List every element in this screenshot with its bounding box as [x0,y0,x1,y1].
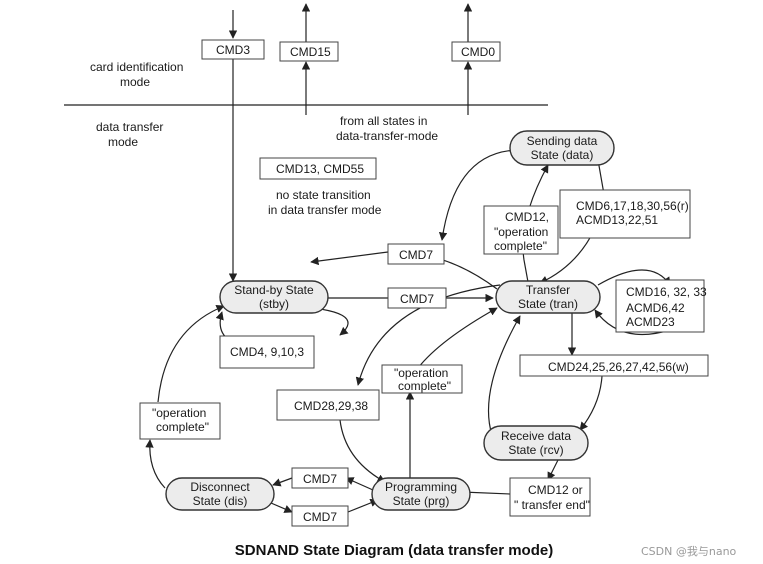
cmd6-box [559,189,691,239]
cmd16-label-3: ACMD23 [626,315,675,329]
cmd16-label-1: CMD16, 32, 33 [626,285,707,299]
cmd15-box [279,41,339,62]
edge-cmd7-to-dis [272,477,293,487]
cmd6-label-2: ACMD13,22,51 [576,213,658,227]
state-rcv-line1: Receive data [501,429,571,443]
edge-cmd24-to-rcv [579,375,603,431]
cmd28-box [276,389,380,421]
op-complete-prg-label-2: complete" [398,379,451,393]
state-tran-line2: State (tran) [518,297,578,311]
cmd12-label-2: "operation [494,225,548,239]
edge-rcv-to-tran [487,315,521,436]
state-dis-line2: State (dis) [193,494,248,508]
edge-tran-to-cmd28 [355,284,501,386]
cmd12-end-box [509,477,591,517]
cmd12-box [483,205,559,255]
cmd16-label-2: ACMD6,42 [626,301,685,315]
cmd7-stby-tran-box [387,287,447,309]
state-data [509,130,615,166]
cmd3-box [201,39,265,60]
op-complete-dis-box [139,402,221,440]
cmd7-tran-stby-box [387,243,445,265]
cmd12-label-3: complete" [494,239,547,253]
cmd4-box [219,335,315,369]
cmd28-label: CMD28,29,38 [294,399,368,413]
edge-prg-to-cmd7 [345,477,374,491]
state-prg-line2: State (prg) [393,494,450,508]
state-stby-line1: Stand-by State [234,283,314,297]
state-prg [371,477,471,511]
edge-op-complete-to-stby [157,304,225,403]
no-transition-label-1: no state transition [276,188,371,202]
state-prg-line1: Programming [385,480,457,494]
zone-data-transfer-label-1: data transfer [96,120,163,134]
edge-rcv-to-cmd12 [547,459,559,481]
cmd0-box [451,41,501,62]
state-dis-line1: Disconnect [190,480,250,494]
cmd4-label: CMD4, 9,10,3 [230,345,304,359]
edge-cmd7-to-prg [347,498,379,513]
zone-data-transfer-label-2: mode [108,135,138,149]
cmd7-prg-dis-box [291,505,349,527]
op-complete-prg-box [381,364,463,394]
state-tran [495,280,601,314]
cmd7-dis-prg-label: CMD7 [303,472,337,486]
cmd7-prg-dis-label: CMD7 [303,510,337,524]
op-complete-dis-label-1: "operation [152,406,206,420]
state-tran-line1: Transfer [526,283,570,297]
cmd7-dis-prg-box [291,467,349,489]
op-complete-dis-label-2: complete" [156,420,209,434]
state-data-line2: State (data) [531,148,594,162]
cmd3-label: CMD3 [216,43,250,57]
cmd6-label-1: CMD6,17,18,30,56(r) [576,199,689,213]
cmd7-tran-stby-label: CMD7 [399,248,433,262]
state-dis [165,477,275,511]
edge-data-to-stby-loop [438,149,521,241]
edge-dis-to-cmd7 [270,502,293,513]
cmd12-end-label-1: CMD12 or [528,483,583,497]
cmd16-box [615,279,705,333]
cmd24-box [519,354,709,377]
op-complete-prg-label-1: "operation [394,366,448,380]
no-transition-label-2: in data transfer mode [268,203,382,217]
cmd0-label: CMD0 [461,45,495,59]
zone-card-id-label-2: mode [120,75,150,89]
edge-cmd28-to-prg [339,419,386,483]
csdn-watermark: CSDN @我与nano [641,545,737,558]
state-rcv [483,425,589,461]
from-all-states-label-1: from all states in [340,114,427,128]
from-all-states-label-2: data-transfer-mode [336,129,438,143]
cmd13-55-label: CMD13, CMD55 [276,162,364,176]
state-stby-line2: (stby) [259,297,289,311]
cmd13-55-box [259,157,377,180]
state-stby [219,280,329,314]
cmd12-label-1: CMD12, [505,210,549,224]
diagram-caption: SDNAND State Diagram (data transfer mode… [235,542,553,559]
cmd15-label: CMD15 [290,45,331,59]
cmd12-end-label-2: " transfer end" [514,498,590,512]
state-data-line1: Sending data [527,134,598,148]
edge-op-complete-to-tran [417,307,498,369]
state-rcv-line2: State (rcv) [508,443,563,457]
cmd24-label: CMD24,25,26,27,42,56(w) [548,360,689,374]
zone-card-id-label-1: card identification [90,60,183,74]
cmd7-stby-tran-label: CMD7 [400,292,434,306]
edge-dis-to-op-complete [145,439,166,489]
